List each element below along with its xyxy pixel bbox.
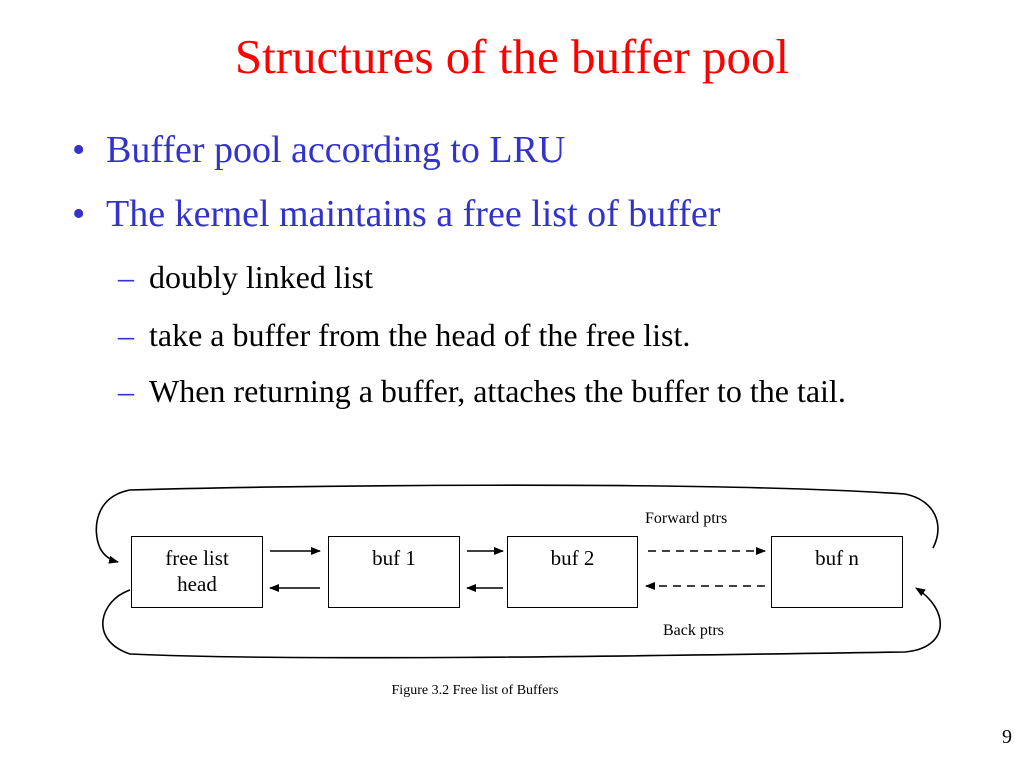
sub-bullet-text: doubly linked list <box>149 259 373 295</box>
sub-bullet-text: take a buffer from the head of the free … <box>149 317 691 353</box>
dash-glyph: – <box>118 373 134 409</box>
bullet-text: The kernel maintains a free list of buff… <box>106 193 721 235</box>
dash-glyph: – <box>118 317 134 353</box>
sub-bullet-item: – When returning a buffer, attaches the … <box>118 367 949 416</box>
bullet-text: Buffer pool according to LRU <box>106 129 566 171</box>
sub-bullet-item: – doubly linked list <box>118 253 949 302</box>
buf-2-box: buf 2 <box>507 536 638 608</box>
sub-bullet-text: When returning a buffer, attaches the bu… <box>149 373 846 409</box>
bottom-loop-curve <box>102 587 941 659</box>
top-loop-curve <box>95 484 939 564</box>
buf-n-box: buf n <box>771 536 903 608</box>
forward-ptrs-label: Forward ptrs <box>645 510 728 527</box>
figure-caption: Figure 3.2 Free list of Buffers <box>391 683 559 698</box>
back-ptrs-label: Back ptrs <box>663 622 724 639</box>
dash-glyph: – <box>118 259 134 295</box>
sub-bullet-item: – take a buffer from the head of the fre… <box>118 311 949 360</box>
free-list-head-box: free list head <box>131 536 263 608</box>
slide-title: Structures of the buffer pool <box>234 29 790 84</box>
bullet-glyph: • <box>72 129 86 171</box>
buf-1-box: buf 1 <box>328 536 460 608</box>
bullet-list: • Buffer pool according to LRU • The ker… <box>72 129 949 416</box>
page-number: 9 <box>1002 726 1012 748</box>
bullet-glyph: • <box>72 193 86 235</box>
